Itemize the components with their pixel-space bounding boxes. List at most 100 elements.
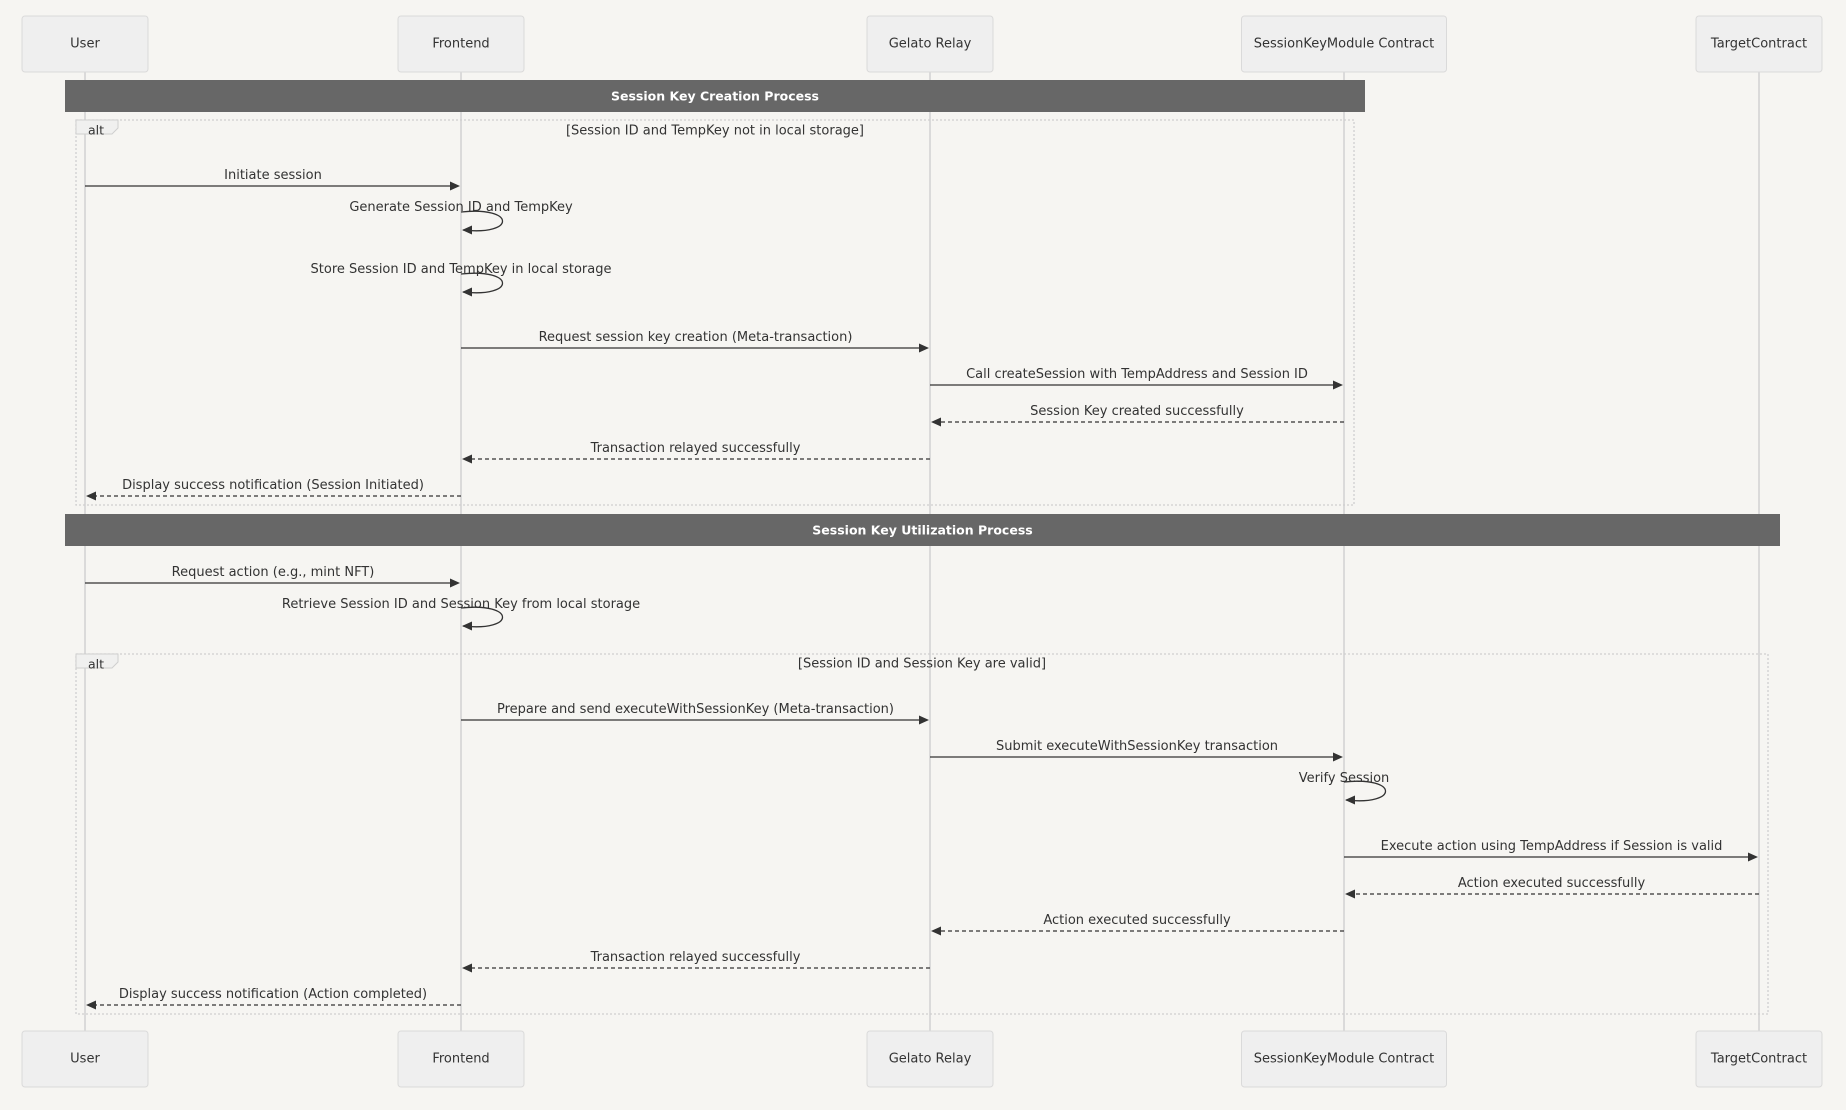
participant-gelato-top: Gelato Relay	[866, 15, 994, 73]
self-message-loop	[1343, 780, 1387, 802]
arrowhead	[450, 181, 460, 191]
message-6: Session Key created successfully	[931, 404, 1344, 427]
section-note-background	[65, 514, 1780, 546]
participant-label: SessionKeyModule Contract	[1254, 1052, 1435, 1067]
participant-box	[397, 1030, 525, 1088]
participant-box	[1695, 1030, 1823, 1088]
alt-frame-2: alt [Session ID and Session Key are valid…	[75, 653, 1769, 1015]
participant-label: Gelato Relay	[889, 1052, 972, 1067]
alt-condition: [Session ID and TempKey not in local sto…	[566, 124, 864, 139]
arrowhead	[86, 491, 96, 501]
participant-target-bottom: TargetContract	[1695, 1030, 1823, 1088]
arrowhead	[931, 417, 941, 427]
message-8: Display success notification (Session In…	[86, 478, 461, 501]
participant-skm-top: SessionKeyModule Contract	[1241, 15, 1447, 73]
participant-label: SessionKeyModule Contract	[1254, 37, 1435, 52]
arrowhead	[462, 287, 472, 297]
section-note-1: Session Key Creation Process	[65, 80, 1365, 112]
message-9: Request action (e.g., mint NFT)	[85, 565, 460, 588]
arrowhead	[919, 715, 929, 725]
arrowhead	[462, 225, 472, 235]
message-4: Request session key creation (Meta-trans…	[461, 330, 929, 353]
participant-box	[397, 15, 525, 73]
message-label: Generate Session ID and TempKey	[349, 200, 573, 215]
participant-box	[1241, 15, 1447, 73]
participant-box	[866, 1030, 994, 1088]
participant-skm-bottom: SessionKeyModule Contract	[1241, 1030, 1447, 1088]
message-1: Initiate session	[85, 168, 460, 191]
message-label: Display success notification (Action com…	[119, 987, 427, 1002]
message-label: Action executed successfully	[1043, 913, 1231, 928]
participant-gelato-bottom: Gelato Relay	[866, 1030, 994, 1088]
message-label: Retrieve Session ID and Session Key from…	[282, 597, 640, 612]
section-note-title: Session Key Utilization Process	[812, 523, 1032, 538]
message-16: Action executed successfully	[931, 913, 1344, 936]
arrowhead	[919, 343, 929, 353]
participant-user-top: User	[21, 15, 149, 73]
message-label: Submit executeWithSessionKey transaction	[996, 739, 1278, 754]
message-label: Prepare and send executeWithSessionKey (…	[497, 702, 894, 717]
participant-frontend-bottom: Frontend	[397, 1030, 525, 1088]
section-note-title: Session Key Creation Process	[611, 89, 819, 104]
participant-frontend-top: Frontend	[397, 15, 525, 73]
arrowhead	[462, 963, 472, 973]
participant-label: TargetContract	[1710, 37, 1807, 52]
message-7: Transaction relayed successfully	[462, 441, 930, 464]
arrowhead	[1333, 752, 1343, 762]
arrowhead	[450, 578, 460, 588]
alt-frame-border	[75, 119, 1355, 506]
message-label: Call createSession with TempAddress and …	[966, 367, 1308, 382]
message-label: Store Session ID and TempKey in local st…	[311, 262, 612, 277]
message-label: Transaction relayed successfully	[590, 950, 801, 965]
alt-condition: [Session ID and Session Key are valid]	[798, 657, 1046, 672]
participant-label: Frontend	[432, 1052, 489, 1067]
participant-target-top: TargetContract	[1695, 15, 1823, 73]
message-13: Verify Session	[1299, 771, 1390, 805]
self-message-loop	[460, 272, 504, 294]
message-label: Display success notification (Session In…	[122, 478, 424, 493]
arrowhead	[462, 454, 472, 464]
message-17: Transaction relayed successfully	[462, 950, 930, 973]
arrowhead	[1345, 889, 1355, 899]
alt-label-tab	[75, 653, 119, 669]
message-label: Action executed successfully	[1458, 876, 1646, 891]
participant-box	[1241, 1030, 1447, 1088]
arrowhead	[1345, 795, 1355, 805]
section-note-background	[65, 80, 1365, 112]
arrowhead	[86, 1000, 96, 1010]
message-label: Initiate session	[224, 168, 322, 183]
alt-keyword: alt	[88, 657, 104, 672]
message-label: Request action (e.g., mint NFT)	[172, 565, 375, 580]
participant-label: User	[70, 1052, 100, 1067]
message-18: Display success notification (Action com…	[86, 987, 461, 1010]
message-label: Execute action using TempAddress if Sess…	[1381, 839, 1723, 854]
self-message-loop	[460, 606, 504, 628]
message-label: Request session key creation (Meta-trans…	[539, 330, 853, 345]
participant-box	[866, 15, 994, 73]
participant-box	[1695, 15, 1823, 73]
participant-label: User	[70, 37, 100, 52]
message-5: Call createSession with TempAddress and …	[930, 367, 1343, 390]
participant-label: Frontend	[432, 37, 489, 52]
arrowhead	[462, 621, 472, 631]
participant-label: TargetContract	[1710, 1052, 1807, 1067]
message-label: Transaction relayed successfully	[590, 441, 801, 456]
message-10: Retrieve Session ID and Session Key from…	[282, 597, 640, 631]
section-note-2: Session Key Utilization Process	[65, 514, 1780, 546]
alt-keyword: alt	[88, 123, 104, 138]
message-14: Execute action using TempAddress if Sess…	[1344, 839, 1758, 862]
message-11: Prepare and send executeWithSessionKey (…	[461, 702, 929, 725]
message-12: Submit executeWithSessionKey transaction	[930, 739, 1343, 762]
arrowhead	[1748, 852, 1758, 862]
message-15: Action executed successfully	[1345, 876, 1759, 899]
message-2: Generate Session ID and TempKey	[349, 200, 573, 235]
participant-box	[21, 15, 149, 73]
arrowhead	[931, 926, 941, 936]
alt-label-tab	[75, 119, 119, 135]
alt-frame-border	[75, 653, 1769, 1015]
self-message-loop	[460, 210, 504, 232]
message-label: Verify Session	[1299, 771, 1390, 786]
message-label: Session Key created successfully	[1030, 404, 1244, 419]
alt-frame-1: alt [Session ID and TempKey not in local …	[75, 119, 1355, 506]
